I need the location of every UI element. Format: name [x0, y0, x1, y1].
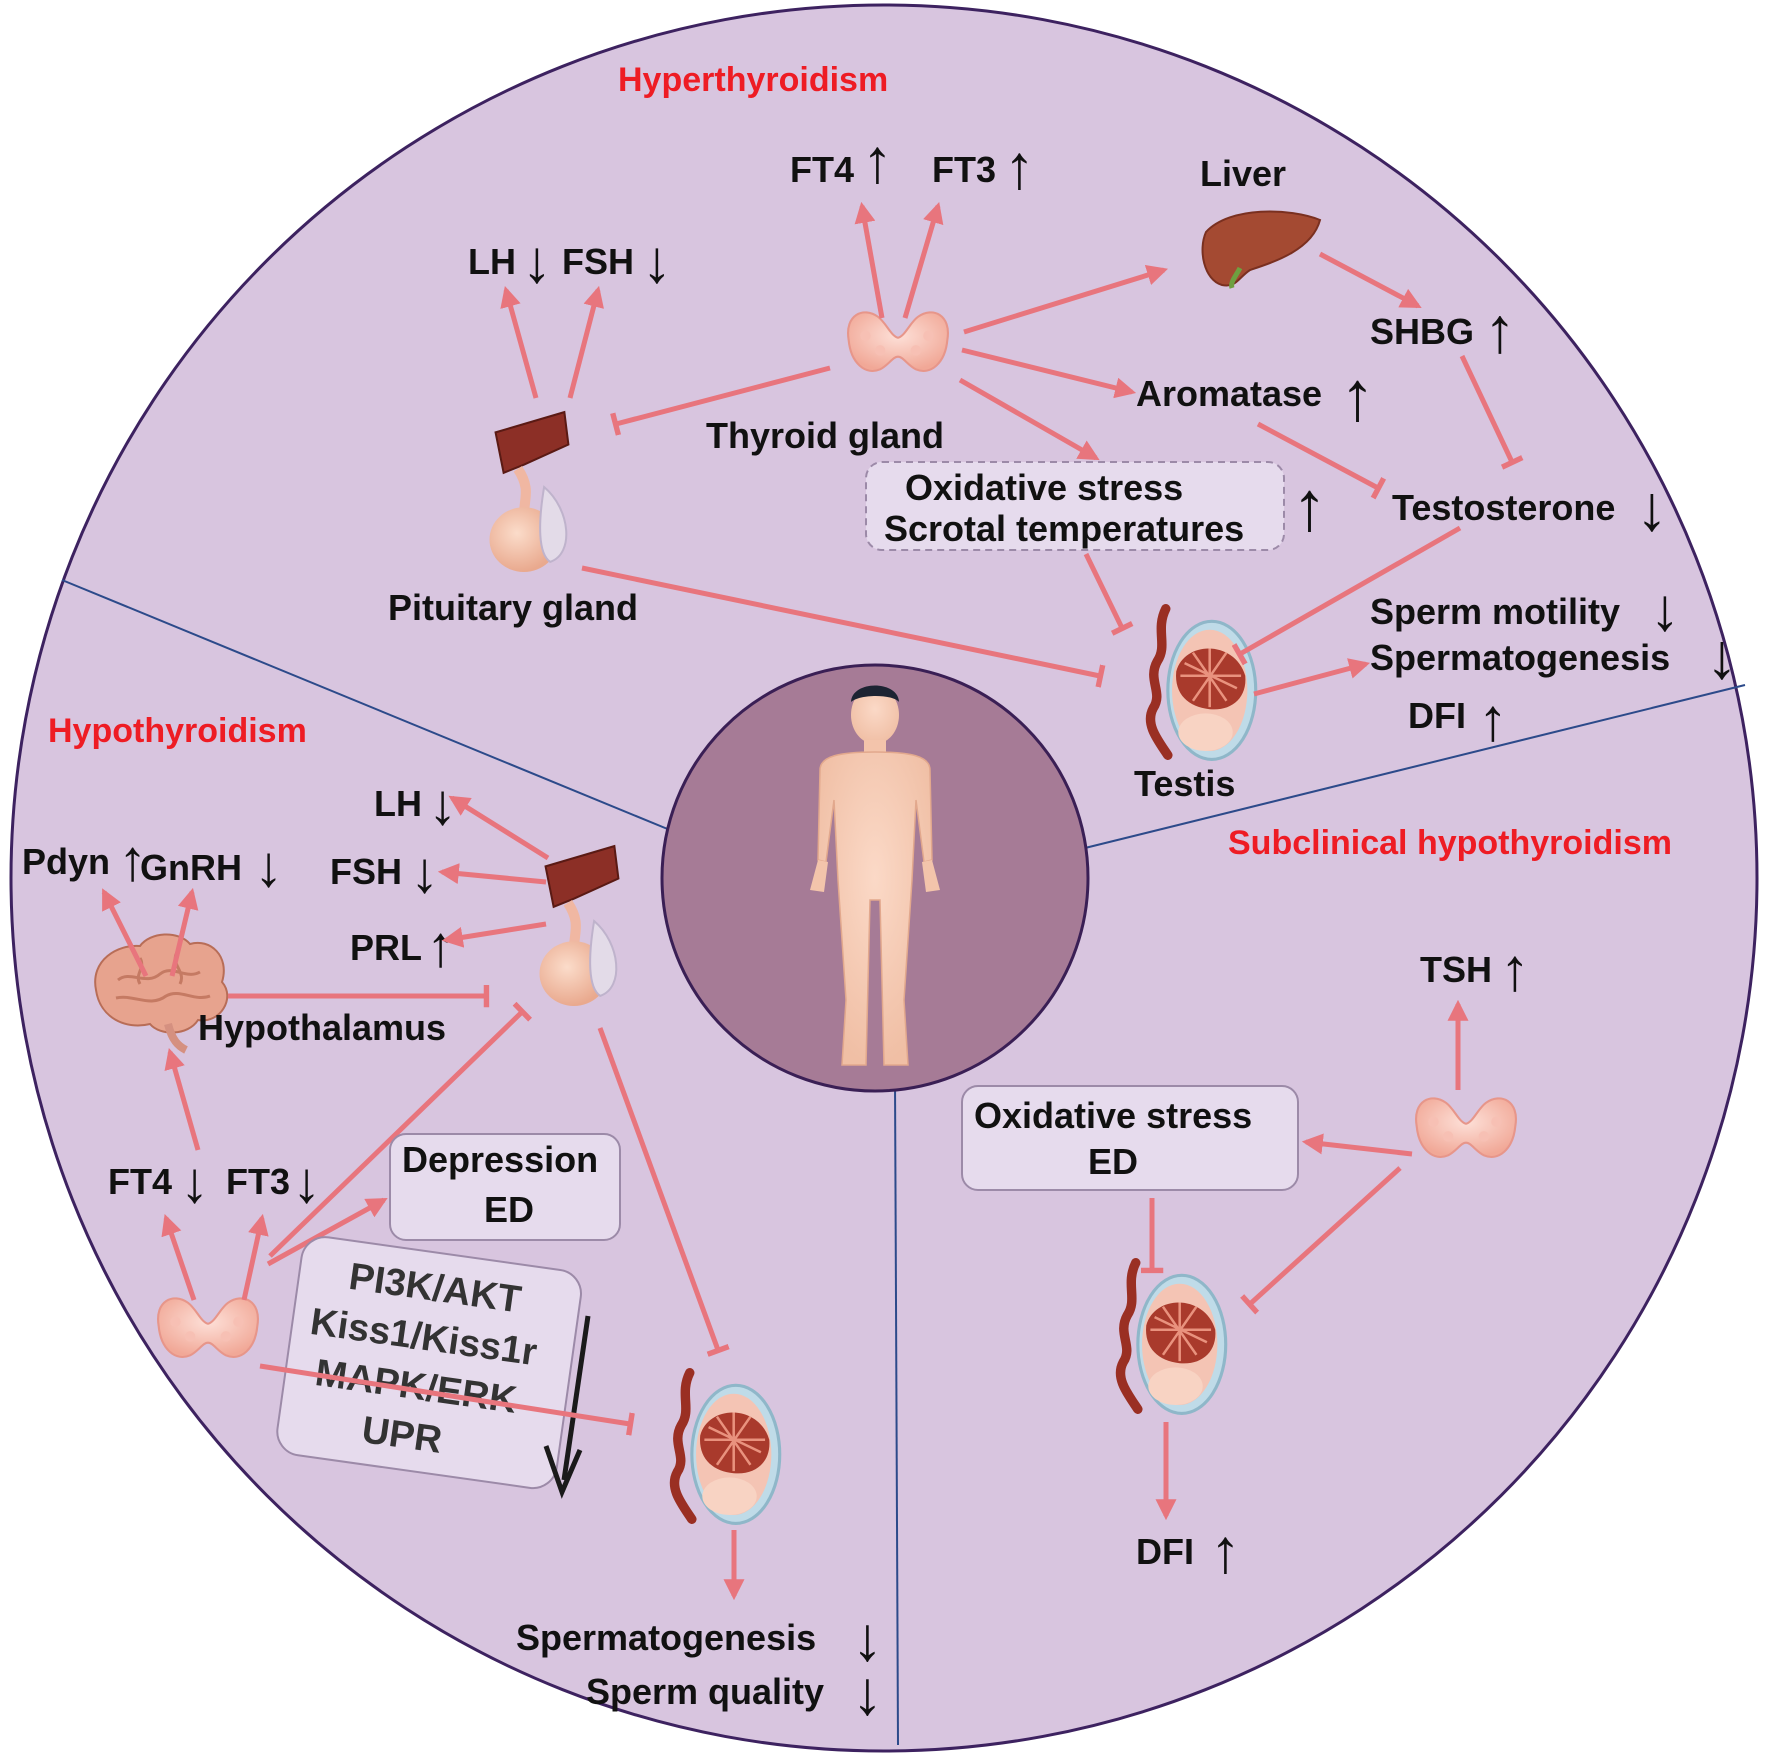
hyper-ft3-label: FT3 — [932, 149, 996, 190]
human-body-figure — [810, 685, 940, 1066]
hyper-aromatase-arrow: ↑ — [1340, 357, 1375, 435]
sub-dfi-label: DFI — [1136, 1531, 1194, 1572]
hyper-ft3-arrow: ↑ — [1004, 133, 1035, 202]
hyper-fsh-label: FSH — [562, 241, 634, 282]
hypo-pdyn-label: Pdyn — [22, 841, 110, 882]
hyper-spermatogenesis-label: Spermatogenesis — [1370, 637, 1670, 678]
hypo-gnrh-arrow: ↓ — [254, 834, 283, 899]
hyper-lh-label: LH — [468, 241, 516, 282]
hypo-depression-label: Depression — [402, 1139, 598, 1180]
subclinical-title: Subclinical hypothyroidism — [1228, 824, 1672, 862]
hypo-sperm-quality-label: Sperm quality — [586, 1671, 824, 1712]
hypo-ft3-label: FT3 — [226, 1161, 290, 1202]
hypo-hypothalamus-label: Hypothalamus — [198, 1007, 446, 1048]
hyper-dfi-label: DFI — [1408, 695, 1466, 736]
hyper-fsh-arrow: ↓ — [642, 228, 672, 295]
hypo-lh-label: LH — [374, 783, 422, 824]
hyper-stress-box — [865, 461, 1285, 551]
hypo-ft4-arrow: ↓ — [180, 1150, 209, 1215]
sub-ed-label: ED — [1088, 1141, 1138, 1182]
hypo-fsh-label: FSH — [330, 851, 402, 892]
hypo-fsh-arrow: ↓ — [410, 840, 439, 905]
pathway-down-arrow-head — [543, 1445, 583, 1499]
hypo-ed-label: ED — [484, 1189, 534, 1230]
hypo-prl-label: PRL — [350, 927, 422, 968]
sub-stress-box — [961, 1085, 1299, 1191]
divider-left — [61, 579, 671, 831]
hyper-motility-label: Sperm motility — [1370, 591, 1620, 632]
hypo-sperm-quality-arrow: ↓ — [852, 1659, 883, 1728]
hyper-testosterone-label: Testosterone — [1392, 487, 1615, 528]
hypo-spermatogenesis-arrow: ↓ — [852, 1605, 883, 1674]
hyper-pituitary-label: Pituitary gland — [388, 587, 638, 628]
hyper-spermatogenesis-arrow: ↓ — [1706, 620, 1738, 692]
hypo-prl-arrow: ↑ — [426, 914, 455, 979]
hyper-lh-arrow: ↓ — [522, 228, 552, 295]
sub-tsh-label: TSH — [1420, 949, 1492, 990]
hypo-pdyn-arrow: ↑ — [118, 828, 147, 893]
hyper-ft4-label: FT4 — [790, 149, 854, 190]
hyper-testis-label: Testis — [1134, 763, 1235, 804]
hyper-title: Hyperthyroidism — [618, 61, 888, 99]
sub-dfi-arrow: ↑ — [1210, 1517, 1241, 1586]
hyper-stress-line2: Scrotal temperatures — [884, 508, 1244, 549]
sub-tsh-arrow: ↑ — [1500, 936, 1530, 1003]
brain-icon — [94, 933, 229, 1054]
hypo-depression-box — [389, 1133, 621, 1241]
hypo-lh-arrow: ↓ — [428, 772, 457, 837]
pathway-down-arrow-shaft — [561, 1315, 591, 1481]
hyper-stress-arrow: ↑ — [1292, 467, 1327, 545]
hypo-pathway-box: PI3K/AKT Kiss1/Kiss1r MAPK/ERK UPR — [276, 1236, 582, 1490]
hypo-ft3-arrow: ↓ — [292, 1150, 321, 1215]
hyper-thyroid-label: Thyroid gland — [706, 415, 944, 456]
hypo-gnrh-label: GnRH — [140, 847, 242, 888]
hypo-title: Hypothyroidism — [48, 712, 307, 750]
hyper-aromatase-label: Aromatase — [1136, 373, 1322, 414]
hypo-spermatogenesis-label: Spermatogenesis — [516, 1617, 816, 1658]
sub-stress-label: Oxidative stress — [974, 1095, 1252, 1136]
divider-right — [1084, 684, 1746, 849]
liver-icon — [1201, 210, 1322, 289]
hyper-stress-line1: Oxidative stress — [905, 467, 1183, 508]
divider-bottom — [894, 1079, 899, 1746]
hyper-ft4-arrow: ↑ — [862, 127, 893, 196]
hyper-liver-label: Liver — [1200, 153, 1286, 194]
hyper-testosterone-arrow: ↓ — [1636, 472, 1668, 544]
hypo-ft4-label: FT4 — [108, 1161, 172, 1202]
hyper-motility-arrow: ↓ — [1650, 576, 1680, 643]
hyper-shbg-label: SHBG — [1370, 311, 1474, 352]
hyper-shbg-arrow: ↑ — [1484, 294, 1516, 366]
hyper-dfi-arrow: ↑ — [1478, 686, 1508, 753]
